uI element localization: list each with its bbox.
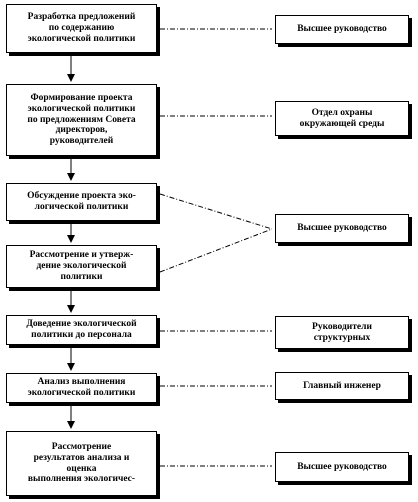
process-step-2: Формирование проекта экологической полит… [6,84,157,156]
process-step-5: Доведение экологической политики до перс… [6,315,157,345]
responsible-party-6: Высшее руководство [275,452,409,482]
responsible-party-3: Высшее руководство [275,214,409,243]
responsible-party-1: Высшее руководство [275,15,409,44]
responsible-party-5: Главный инженер [275,372,409,400]
process-step-3-text: Обсуждение проекта эко- логической полит… [27,191,136,212]
process-step-1-text: Разработка предложений по содержанию эко… [27,12,136,44]
process-step-6: Анализ выполнения экологической политики [6,373,157,403]
link-step3-party3 [159,193,273,230]
process-step-1: Разработка предложений по содержанию эко… [6,4,157,53]
link-step4-party3 [159,228,273,273]
process-step-3: Обсуждение проекта эко- логической полит… [6,183,157,221]
responsible-party-4-text: Руководители структурных [312,321,372,343]
responsible-party-6-text: Высшее руководство [297,461,387,472]
process-step-5-text: Доведение экологической политики до перс… [26,319,137,340]
responsible-party-2: Отдел охраны окружающей среды [275,101,409,136]
process-step-7-text: Рассмотрение результатов анализа и оценк… [27,441,136,485]
process-step-7: Рассмотрение результатов анализа и оценк… [6,431,157,496]
process-step-2-text: Формирование проекта экологической полит… [27,92,136,147]
responsible-party-1-text: Высшее руководство [297,24,387,35]
process-step-6-text: Анализ выполнения экологической политики [27,377,136,398]
responsible-party-3-text: Высшее руководство [297,223,387,234]
process-step-4: Рассмотрение и утверж- дение экологическ… [6,245,157,288]
responsible-party-2-text: Отдел охраны окружающей среды [299,107,385,129]
responsible-party-5-text: Главный инженер [303,380,381,391]
responsible-party-4: Руководители структурных [275,316,409,349]
process-step-4-text: Рассмотрение и утверж- дение экологическ… [29,250,134,282]
